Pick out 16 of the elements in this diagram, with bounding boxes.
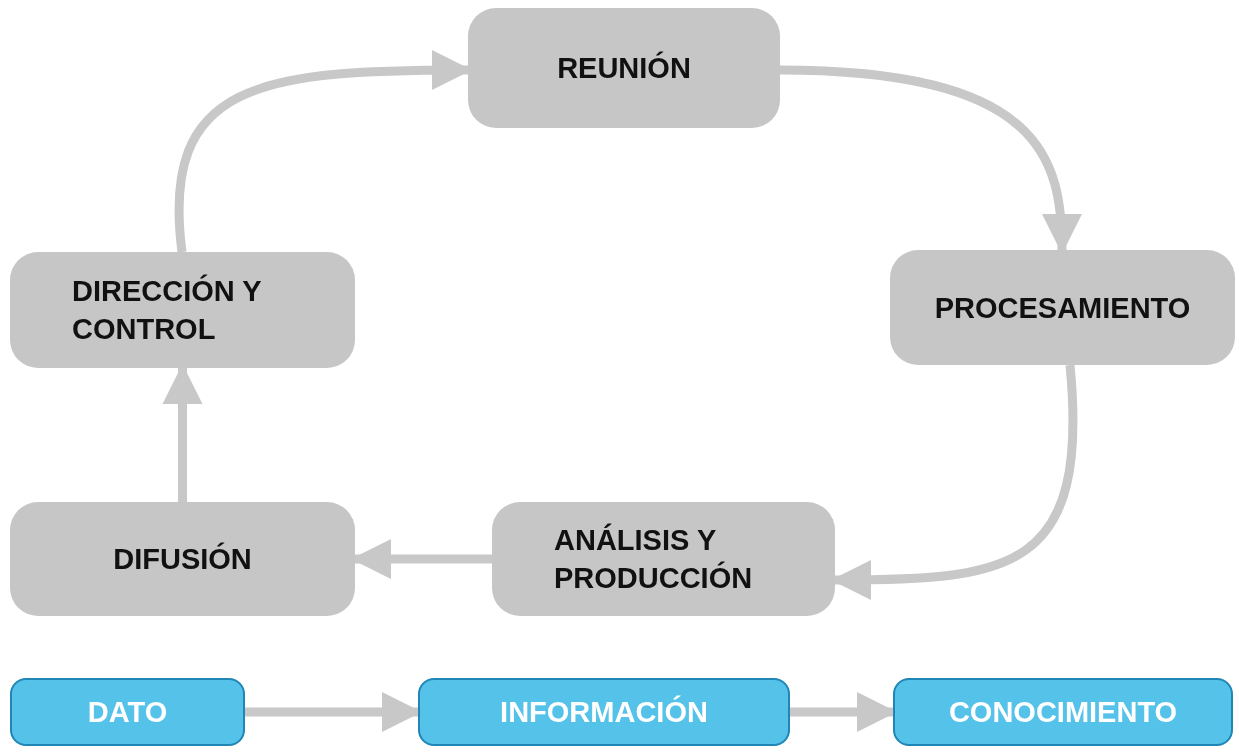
process-box	[890, 250, 1235, 365]
process-box	[10, 502, 355, 616]
process-box	[10, 252, 355, 368]
level-box	[10, 678, 245, 746]
step-label: PROCESAMIENTO	[934, 290, 1191, 326]
step-label: DATO	[87, 695, 168, 730]
process-box	[468, 8, 780, 128]
step-label: REUNIÓN	[557, 50, 691, 86]
level-box	[418, 678, 790, 746]
step-label: INFORMACIÓN	[500, 694, 708, 730]
process-box	[492, 502, 835, 616]
level-box	[893, 678, 1233, 746]
step-label: CONOCIMIENTO	[948, 695, 1178, 730]
step-label: DIFUSIÓN	[113, 541, 252, 577]
step-label: ANÁLISIS Y PRODUCCIÓN	[554, 522, 754, 596]
step-label: DIRECCIÓN Y CONTROL	[72, 273, 263, 347]
